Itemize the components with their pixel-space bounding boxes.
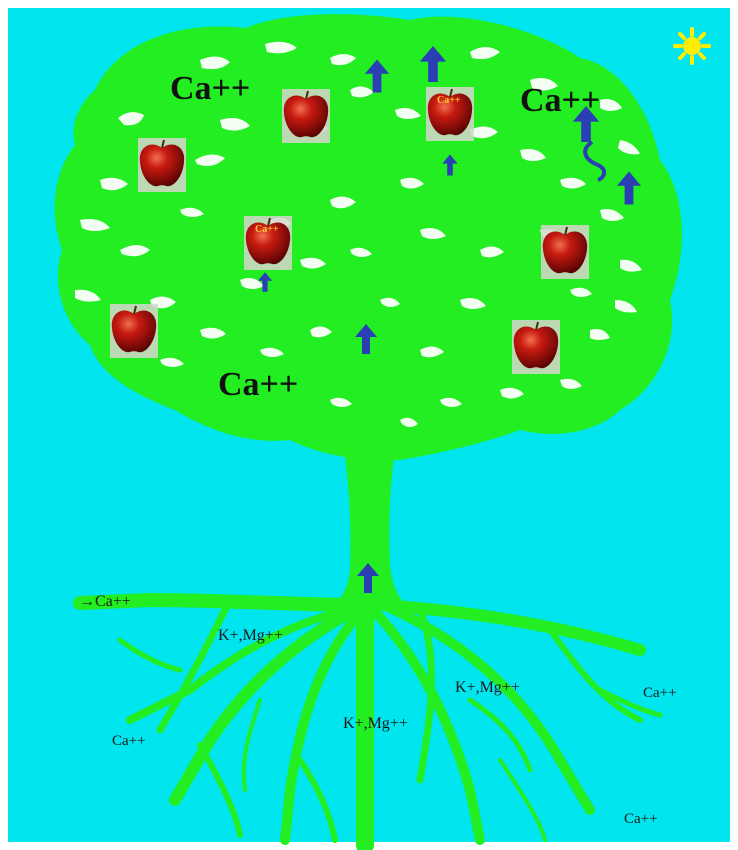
apple-icon (282, 89, 330, 143)
soil-ca-label: Ca++ (112, 734, 146, 749)
canopy-ca-label: Ca++ (170, 72, 250, 106)
soil-ca-label: Ca++ (643, 686, 677, 701)
root-kmg-label: K+,Mg++ (455, 680, 520, 696)
root-kmg-label: K+,Mg++ (218, 628, 283, 644)
canopy-ca-label: Ca++ (218, 368, 298, 402)
apple-ca-label: Ca++ (255, 225, 279, 235)
apple-ca-label: Ca++ (437, 96, 461, 106)
root-ca-label: →Ca++ (79, 594, 131, 610)
apple-icon (110, 304, 158, 358)
soil-ca-label: Ca++ (624, 812, 658, 827)
apple-icon (541, 225, 589, 279)
root-kmg-label: K+,Mg++ (343, 716, 408, 732)
sun-icon (675, 29, 709, 63)
canopy-ca-label: Ca++ (520, 84, 600, 118)
apple-icon (512, 320, 560, 374)
apple-icon (138, 138, 186, 192)
